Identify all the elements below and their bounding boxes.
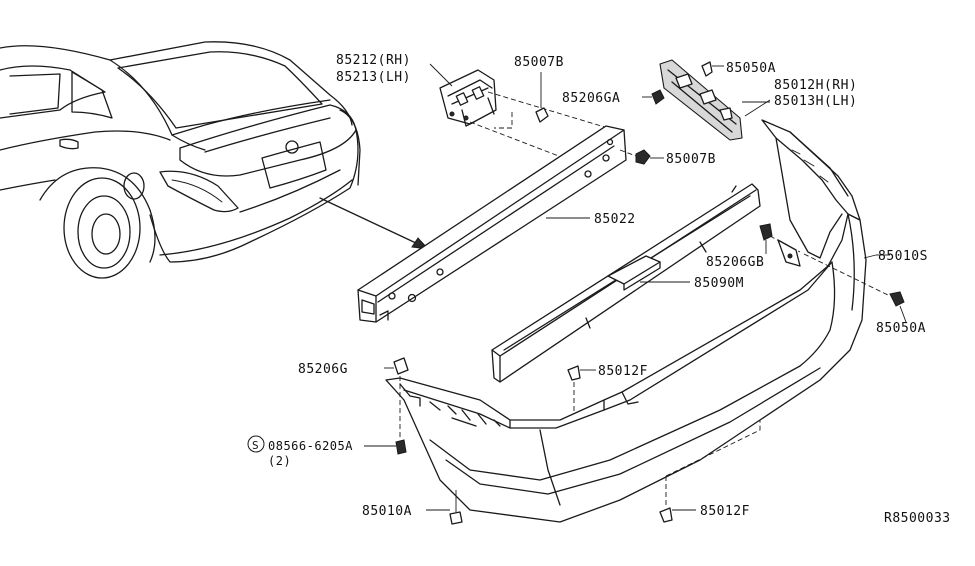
label-85007b-mid: 85007B xyxy=(666,152,716,167)
vehicle-rear-illustration xyxy=(0,41,361,279)
label-85012h: 85012H(RH) xyxy=(774,78,857,93)
rivet-85010a xyxy=(426,490,463,525)
label-85012f-bottom: 85012F xyxy=(700,504,750,519)
clip-85050a-top xyxy=(701,61,724,77)
label-85050a-top: 85050A xyxy=(726,61,776,76)
label-85206ga: 85206GA xyxy=(562,91,620,106)
bolt-08566-6205a xyxy=(364,439,407,455)
clip-85206gb xyxy=(759,223,773,254)
label-85012f-top: 85012F xyxy=(598,364,648,379)
label-85013h: 85013H(LH) xyxy=(774,94,857,109)
bolt-s-circle xyxy=(247,435,265,453)
label-85010a: 85010A xyxy=(362,504,412,519)
screw-85012f-bottom xyxy=(659,507,696,523)
label-85050a-bottom: 85050A xyxy=(876,321,926,336)
label-85010s: 85010S xyxy=(878,249,928,264)
label-85007b-top: 85007B xyxy=(514,55,564,70)
leader-85212 xyxy=(429,63,453,87)
label-85206g: 85206G xyxy=(298,362,348,377)
assembly-arrow xyxy=(319,197,430,250)
side-bracket-85012h-85013h xyxy=(659,59,743,141)
bolt-callout: S 08566-6205A (2) xyxy=(247,435,353,468)
label-bolt-s: S xyxy=(252,439,259,452)
clip-85206ga xyxy=(642,89,665,105)
reinforcement-beam-85022 xyxy=(357,125,627,323)
screw-85050a-bottom xyxy=(889,291,907,323)
screw-85012f-top xyxy=(567,365,596,381)
clip-85007b-top xyxy=(535,72,549,123)
clip-85206g xyxy=(384,357,409,375)
leader-85010s xyxy=(863,254,877,259)
bumper-fascia-85010s xyxy=(385,119,867,523)
label-bolt-qty: (2) xyxy=(268,454,291,468)
label-85206gb: 85206GB xyxy=(706,255,764,270)
energy-absorber-85090m xyxy=(491,183,761,383)
label-85213: 85213(LH) xyxy=(336,70,411,85)
label-85090m: 85090M xyxy=(694,276,744,291)
label-85212: 85212(RH) xyxy=(336,53,411,68)
label-bolt-code: 08566-6205A xyxy=(268,439,353,453)
clip-85007b-mid xyxy=(635,149,664,165)
label-85022: 85022 xyxy=(594,212,636,227)
bracket-85212-85213 xyxy=(439,69,497,127)
diagram-id: R8500033 xyxy=(884,511,951,526)
